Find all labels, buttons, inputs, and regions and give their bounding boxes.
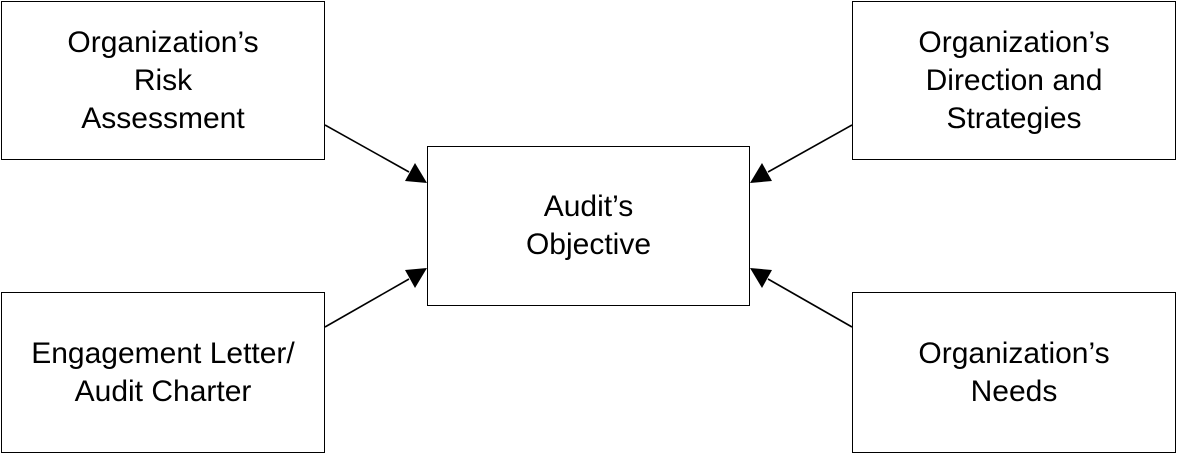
edge-strategy-to-center [767, 124, 853, 173]
node-engagement-letter: Engagement Letter/ Audit Charter [1, 292, 325, 453]
node-direction-strategies: Organization’s Direction and Strategies [852, 1, 1176, 160]
node-risk-assessment: Organization’s Risk Assessment [1, 1, 325, 160]
edge-letter-to-center [324, 278, 410, 328]
arrowhead-risk-to-center [405, 163, 427, 183]
node-label-line: Organization’s [918, 25, 1110, 59]
node-label-line: Engagement Letter/ [31, 336, 295, 370]
edge-needs-to-center [767, 278, 853, 328]
node-audit-objective: Audit’s Objective [427, 146, 750, 306]
node-label-line: Risk [133, 63, 193, 97]
arrowhead-letter-to-center [405, 268, 427, 288]
node-label-line: Strategies [946, 101, 1082, 135]
arrowhead-needs-to-center [750, 268, 772, 288]
arrowhead-strategy-to-center [750, 163, 772, 183]
node-label-line: Assessment [81, 101, 245, 135]
node-label-line: Audit Charter [74, 374, 252, 408]
node-organization-needs: Organization’s Needs [852, 292, 1176, 453]
node-label-line: Needs [970, 374, 1058, 408]
edge-risk-to-center [324, 124, 410, 173]
node-label-line: Audit’s [543, 190, 634, 223]
node-label-line: Objective [525, 228, 652, 261]
node-label-line: Direction and [925, 63, 1103, 97]
node-label-line: Organization’s [918, 336, 1110, 370]
node-label-line: Organization’s [67, 25, 259, 59]
